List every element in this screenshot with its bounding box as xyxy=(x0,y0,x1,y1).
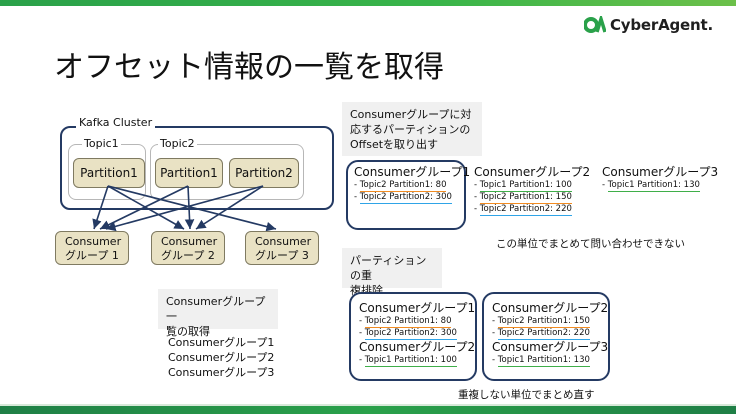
step1-line2: 覧の取得 xyxy=(166,325,210,338)
cyberagent-logo-text: CyberAgent. xyxy=(610,16,713,34)
offset-group2-title: Consumerグループ2 xyxy=(474,165,591,179)
offset-group1-title: Consumerグループ1 xyxy=(354,165,471,179)
consumer-group-1-line2: グループ 1 xyxy=(65,249,119,262)
page-title: オフセット情報の一覧を取得 xyxy=(54,50,444,85)
topic1-label: Topic1 xyxy=(82,137,121,150)
cyberagent-logo: CyberAgent. xyxy=(584,14,713,36)
arrow-t1p1-to-c1 xyxy=(92,185,109,230)
topic2-partition2: Partition2 xyxy=(229,158,299,188)
offset-group2-entry-3: - Topic2 Partition2: 220 xyxy=(474,204,572,216)
arrow-t1p1-to-c3 xyxy=(107,185,277,232)
dedup-caption: 重複しない単位でまとめ直す xyxy=(458,389,595,401)
dedup-left-group1-entry-1: - Topic2 Partition1: 80 xyxy=(359,316,452,328)
kafka-cluster-label: Kafka Cluster xyxy=(76,116,156,129)
bottom-accent-bar xyxy=(0,406,736,414)
group-list-item-2: Consumerグループ2 xyxy=(168,351,275,364)
dedup-left-group2-entry-1: - Topic1 Partition1: 100 xyxy=(359,355,457,367)
consumer-group-1-box: Consumer グループ 1 xyxy=(55,231,129,265)
dedup-right-group3-entry-1: - Topic1 Partition1: 130 xyxy=(492,355,590,367)
offset-caption: この単位でまとめて問い合わせできない xyxy=(496,238,685,250)
consumer-group-3-box: Consumer グループ 3 xyxy=(245,231,319,265)
step2-line1: Consumerグループに対 xyxy=(350,108,472,121)
arrow-t2p1-to-c2 xyxy=(184,185,195,230)
offset-group3-title: Consumerグループ3 xyxy=(602,165,719,179)
offset-group1-entry-2: - Topic2 Partition2: 300 xyxy=(354,192,452,204)
dedup-right-group2-entry-1: - Topic2 Partition1: 150 xyxy=(492,316,590,328)
arrow-t1p1-to-c2 xyxy=(107,185,185,230)
arrow-t2p2-to-c2 xyxy=(195,185,264,230)
arrow-t2p1-to-c1 xyxy=(99,185,189,230)
step1-note: Consumerグループ一 覧の取得 xyxy=(158,289,278,338)
consumer-group-2-box: Consumer グループ 2 xyxy=(151,231,225,265)
cyberagent-logo-mark-icon xyxy=(584,16,606,33)
offset-group1-box xyxy=(346,160,466,230)
dedup-left-group1-title: Consumerグループ1 xyxy=(359,301,476,315)
dedup-right-group2-title: Consumerグループ2 xyxy=(492,301,609,315)
topic1-partition1: Partition1 xyxy=(73,158,145,188)
step1-line1: Consumerグループ一 xyxy=(166,295,266,323)
offset-group3: Consumerグループ3 - Topic1 Partition1: 130 xyxy=(602,165,718,192)
step2-note: Consumerグループに対 応するパーティションの Offsetを取り出す xyxy=(342,102,482,156)
group-list-item-1: Consumerグループ1 xyxy=(168,336,275,349)
top-accent-bar xyxy=(0,0,736,6)
bottom-accent-line xyxy=(0,404,736,406)
group-list-item-3: Consumerグループ3 xyxy=(168,366,275,379)
step3-line1: パーティションの重 xyxy=(350,254,427,282)
offset-group2: Consumerグループ2 - Topic1 Partition1: 100 -… xyxy=(474,165,590,216)
consumer-group-2-line1: Consumer xyxy=(161,235,218,248)
offset-group3-entry-1: - Topic1 Partition1: 130 xyxy=(602,180,700,192)
group-list: Consumerグループ1 Consumerグループ2 Consumerグループ… xyxy=(168,335,274,380)
offset-group1-entry-1: - Topic2 Partition1: 80 xyxy=(354,180,447,192)
dedup-right-group2-entry-2: - Topic2 Partition2: 220 xyxy=(492,328,590,340)
topic2-partition1: Partition1 xyxy=(155,158,223,188)
step2-line3: Offsetを取り出す xyxy=(350,138,439,151)
dedup-right-group3-title: Consumerグループ3 xyxy=(492,340,609,354)
offset-group2-entry-1: - Topic1 Partition1: 100 xyxy=(474,180,572,192)
dedup-left-group1-entry-2: - Topic2 Partition2: 300 xyxy=(359,328,457,340)
offset-group2-entry-2: - Topic2 Partition1: 150 xyxy=(474,192,572,204)
arrow-t2p2-to-c1 xyxy=(105,185,264,232)
step2-line2: 応するパーティションの xyxy=(350,123,471,136)
consumer-group-1-line1: Consumer xyxy=(65,235,122,248)
topic2-label: Topic2 xyxy=(158,137,197,150)
step3-note: パーティションの重 複排除 xyxy=(342,248,442,297)
offset-group1: Consumerグループ1 - Topic2 Partition1: 80 - … xyxy=(354,165,470,204)
consumer-group-3-line1: Consumer xyxy=(255,235,312,248)
consumer-group-3-line2: グループ 3 xyxy=(255,249,309,262)
dedup-right-box: Consumerグループ2 - Topic2 Partition1: 150 -… xyxy=(482,292,610,381)
dedup-left-box: Consumerグループ1 - Topic2 Partition1: 80 - … xyxy=(349,292,477,381)
dedup-left-group2-title: Consumerグループ2 xyxy=(359,340,476,354)
consumer-group-2-line2: グループ 2 xyxy=(161,249,215,262)
